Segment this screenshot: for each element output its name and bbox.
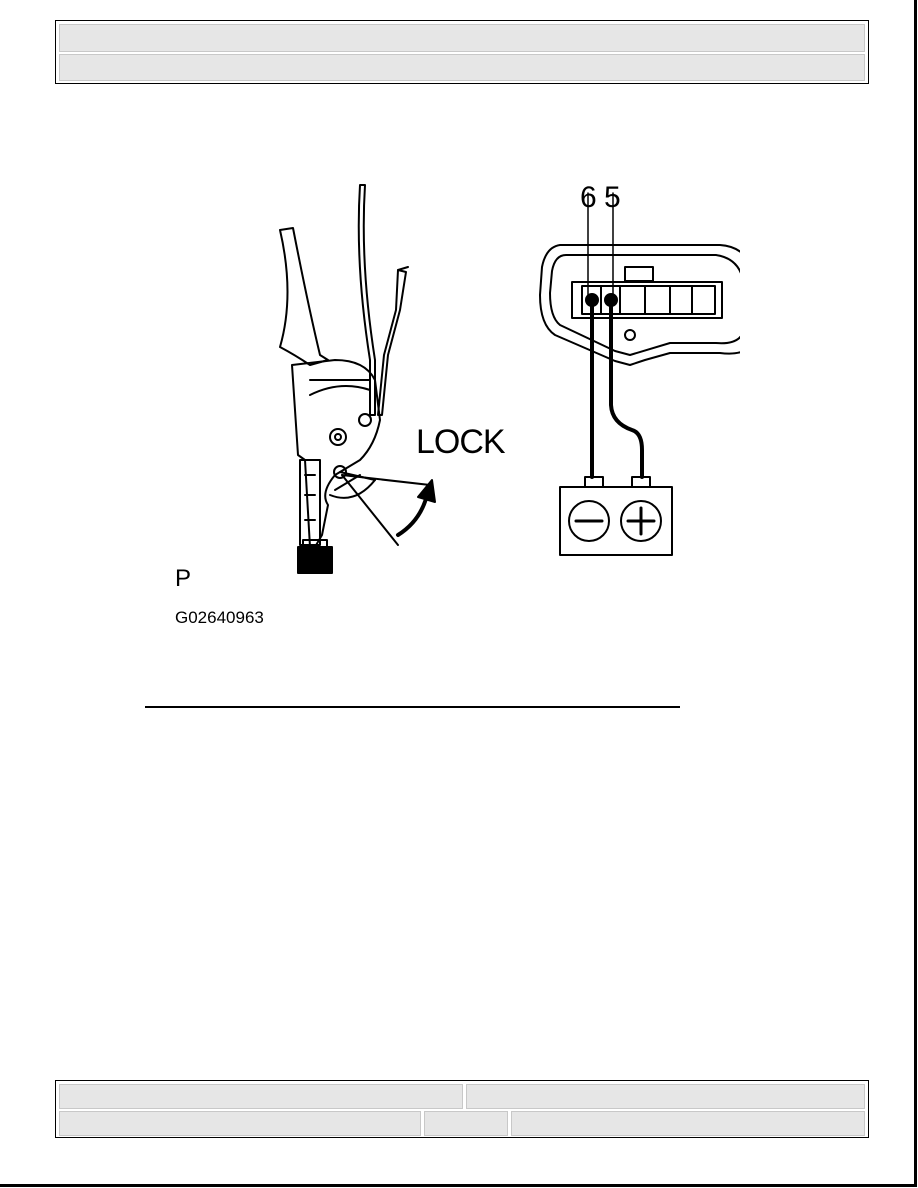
section-divider <box>145 706 680 708</box>
terminal-label-6: 6 <box>580 181 597 214</box>
footer-cell-bottom-left <box>59 1111 421 1136</box>
header-title-bar <box>59 24 865 52</box>
footer-cell-bottom-middle <box>424 1111 508 1136</box>
view-marker-p: P <box>175 565 192 592</box>
footer-cell-top-left <box>59 1084 463 1109</box>
page-header <box>55 20 869 84</box>
terminal-label-5: 5 <box>604 181 621 214</box>
figure-illustration <box>279 184 757 574</box>
figure-code: G02640963 <box>175 608 264 627</box>
door-lock-motor-inspection-figure: P G02640963 LOCK 6 5 <box>160 175 757 645</box>
footer-cell-bottom-right <box>511 1111 865 1136</box>
battery-positive-icon <box>620 500 662 542</box>
connector-and-battery <box>539 192 757 556</box>
door-lock-assembly <box>279 184 436 574</box>
battery-negative-icon <box>568 500 610 542</box>
lock-direction-label: LOCK <box>416 423 506 461</box>
header-subtitle-bar <box>59 54 865 81</box>
footer-cell-top-right <box>466 1084 865 1109</box>
page-footer <box>55 1080 869 1138</box>
